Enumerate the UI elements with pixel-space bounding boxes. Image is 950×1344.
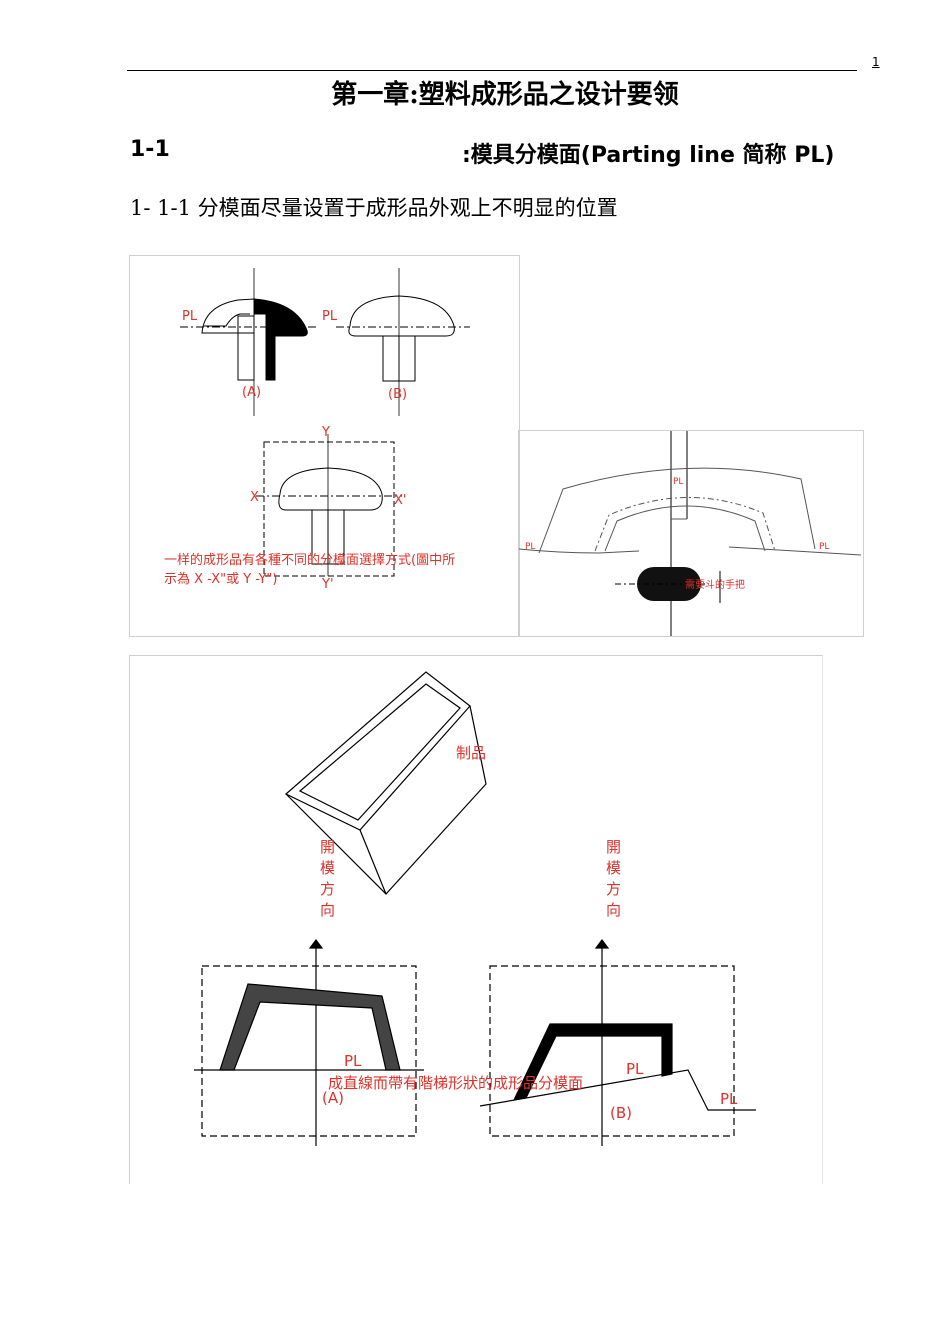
handle-shape [637,567,701,601]
label-pl-left: PL [525,542,535,552]
caption-parting-options-1: 一样的成形品有各種不同的分模面選擇方式(圖中所 [164,552,455,568]
label-a: (A) [242,385,261,400]
chapter-title: 第一章:塑料成形品之设计要领 [331,80,679,110]
caption-stepped-parting: 成直線而帶有階梯形狀的成形品分模面 [328,1074,583,1092]
label-y-bottom: Y' [321,577,334,592]
header-rule [127,70,857,71]
open-dir-right-4: 向 [606,901,621,919]
label-pl-right: PL [819,542,829,552]
open-dir-right-2: 模 [606,859,621,877]
label-pl-b: PL [322,309,338,324]
figure-handle-svg: PL PL PL 需要斗的手把 [518,431,862,636]
open-dir-left-3: 方 [320,880,335,898]
label-pl-b2: PL [720,1090,738,1108]
caption-parting-options-2: 示為 X -X"或 Y -Y") [164,571,277,587]
page-number: 1 [872,55,880,69]
label-y-top: Y [321,425,330,440]
label-b: (B) [388,387,407,402]
label-pl-top: PL [673,477,683,487]
label-pl-a: PL [182,309,198,324]
open-dir-left-1: 開 [320,838,335,856]
figure-parting-options-svg: PL PL (A) (B) Y Y' X X' 一样的成形品有各種不同的分模面選… [164,268,470,592]
label-pl-a: PL [344,1052,362,1070]
figure-stepped-parting-svg: 制品 開 模 方 向 開 模 方 向 PL (A) PL PL (B) 成直線而… [194,671,756,1146]
section-title: :模具分模面(Parting line 简称 PL) [462,143,835,168]
label-pl-b1: PL [626,1060,644,1078]
subsection-heading: 1- 1-1 分模面尽量设置于成形品外观上不明显的位置 [130,196,618,220]
label-b: (B) [610,1104,632,1122]
figure-stepped-parting: 制品 開 模 方 向 開 模 方 向 PL (A) PL PL (B) 成直線而… [129,655,823,1184]
figure-handle: PL PL PL 需要斗的手把 [518,430,864,637]
caption-handle: 需要斗的手把 [685,578,745,591]
open-dir-right-1: 開 [606,838,621,856]
open-dir-left-4: 向 [320,901,335,919]
label-x-left: X [250,490,259,505]
label-a: (A) [322,1089,344,1107]
section-number: 1-1 [130,137,170,162]
open-dir-left-2: 模 [320,859,335,877]
label-product: 制品 [456,744,486,762]
label-x-right: X' [394,493,406,508]
figure-parting-options: PL PL (A) (B) Y Y' X X' 一样的成形品有各種不同的分模面選… [129,255,520,637]
open-dir-right-3: 方 [606,880,621,898]
